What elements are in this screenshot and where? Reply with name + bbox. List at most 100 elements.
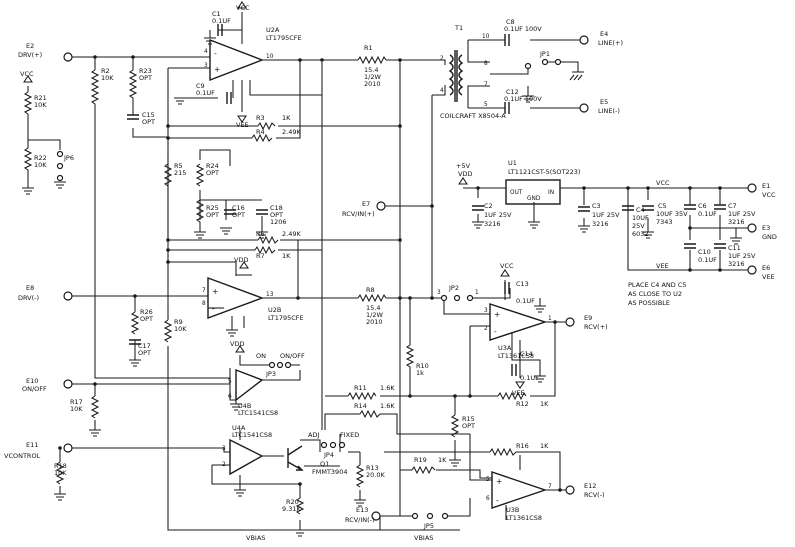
label-text: VDD xyxy=(458,170,472,178)
label-text: E2 xyxy=(26,42,34,50)
jumper-jp1: JP1 xyxy=(524,50,562,70)
label-text: 1UF 25V xyxy=(728,252,756,260)
label-text: 2010 xyxy=(366,318,383,326)
label-text: R15 xyxy=(462,415,475,423)
label-text: R18 xyxy=(54,462,67,470)
label-text: R25 xyxy=(206,204,219,212)
label-text: U2B xyxy=(268,306,281,314)
label-text: 3 xyxy=(437,290,441,296)
label-text: VEE xyxy=(656,262,669,270)
label-text: 4 xyxy=(440,88,444,94)
label-text: 5 xyxy=(484,102,488,108)
label-text: C10 xyxy=(698,248,711,256)
label-text: + xyxy=(212,287,218,296)
label-text: - xyxy=(212,304,215,313)
label-text: R10 xyxy=(416,362,429,370)
label-text: 10K xyxy=(70,405,83,413)
label-text: U3B xyxy=(506,506,519,514)
label-text: 1UF 25V xyxy=(484,211,512,219)
label-text: 2 xyxy=(440,56,444,62)
label-text: + xyxy=(494,310,500,319)
label-text: E12 xyxy=(584,482,596,490)
label-text: 0.1UF xyxy=(196,89,215,97)
label-text: U4B xyxy=(238,402,251,410)
label-text: OPT xyxy=(462,422,475,430)
label-text: LT1361CS8 xyxy=(506,514,542,522)
label-text: LT1795CFE xyxy=(266,34,302,42)
op-amp-u2a: -+ 4 3 10 U2A LT1795CFE xyxy=(204,26,302,82)
label-text: 0.1UF 100V xyxy=(504,25,542,33)
label-text: 0.1UF xyxy=(520,374,539,382)
label-text: OUT xyxy=(510,190,523,196)
label-text: 2 xyxy=(484,326,488,332)
label-text: AS CLOSE TO U2 xyxy=(628,290,682,298)
label-text: C6 xyxy=(698,202,707,210)
label-text: 1206 xyxy=(270,218,287,226)
label-text: R24 xyxy=(206,162,219,170)
label-text: R19 xyxy=(414,456,427,464)
label-text: FMMT3904 xyxy=(312,468,347,476)
label-text: C8 xyxy=(506,18,515,26)
label-text: - xyxy=(214,49,217,58)
label-text: DRV(+) xyxy=(18,51,42,59)
label-text: C13 xyxy=(516,280,529,288)
label-text: 3216 xyxy=(728,218,745,226)
label-text: RCV(+) xyxy=(584,323,608,331)
label-text: ADJ xyxy=(308,431,319,439)
label-text: RCV/IN(+) xyxy=(342,210,375,218)
label-text: C9 xyxy=(196,82,205,90)
label-text: R1 xyxy=(364,44,373,52)
label-text: 25V xyxy=(632,222,645,230)
label-text: U3A xyxy=(498,344,512,352)
label-text: C12 xyxy=(506,88,519,96)
label-text: VCC xyxy=(762,191,776,199)
label-text: 3216 xyxy=(484,220,501,228)
label-text: E11 xyxy=(26,441,38,449)
label-text: R12 xyxy=(516,400,529,408)
label-text: 1K xyxy=(282,114,291,122)
label-text: 4 xyxy=(204,49,208,55)
label-text: 15.4 xyxy=(366,304,380,312)
label-text: C2 xyxy=(484,202,493,210)
label-text: OPT xyxy=(139,74,152,82)
label-text: U1 xyxy=(508,159,517,167)
label-text: ON xyxy=(256,352,266,360)
label-text: 1K xyxy=(540,400,549,408)
label-text: R8 xyxy=(366,286,375,294)
label-text: 5 xyxy=(486,477,490,483)
label-text: 1.6K xyxy=(380,402,395,410)
label-text: 0.1UF xyxy=(516,297,535,305)
label-text: 2.49K xyxy=(282,230,301,238)
label-text: C4 xyxy=(636,206,645,214)
label-text: OPT xyxy=(232,211,245,219)
ground-symbols xyxy=(22,37,742,537)
label-text: E4 xyxy=(600,30,608,38)
label-text: 10 xyxy=(266,54,274,60)
label-text: C5 xyxy=(658,202,667,210)
label-text: 1K xyxy=(282,252,291,260)
label-text: R17 xyxy=(70,398,83,406)
label-text: OPT xyxy=(140,315,153,323)
label-text: JP6 xyxy=(63,154,74,162)
label-text: VEE xyxy=(512,389,525,397)
label-text: 3216 xyxy=(728,260,745,268)
label-text: 0.1UF xyxy=(698,210,717,218)
label-text: + xyxy=(214,65,220,74)
label-text: Q1 xyxy=(320,460,329,468)
label-text: VCC xyxy=(500,262,514,270)
label-text: AS POSSIBLE xyxy=(628,299,670,307)
label-text: LT1121CST-5(SOT223) xyxy=(508,168,580,176)
jumper-jp2: JP2 3 1 xyxy=(437,284,479,302)
label-text: LINE(-) xyxy=(598,107,620,115)
label-text: 1.6K xyxy=(380,384,395,392)
label-text: +5V xyxy=(456,162,471,170)
label-text: 6 xyxy=(486,496,490,502)
label-text: 10K xyxy=(54,469,67,477)
label-text: 7 xyxy=(202,288,206,294)
op-amp-u3b: +- 5 6 7 U3B LT1361CS8 xyxy=(486,471,552,522)
label-text: R13 xyxy=(366,464,379,472)
